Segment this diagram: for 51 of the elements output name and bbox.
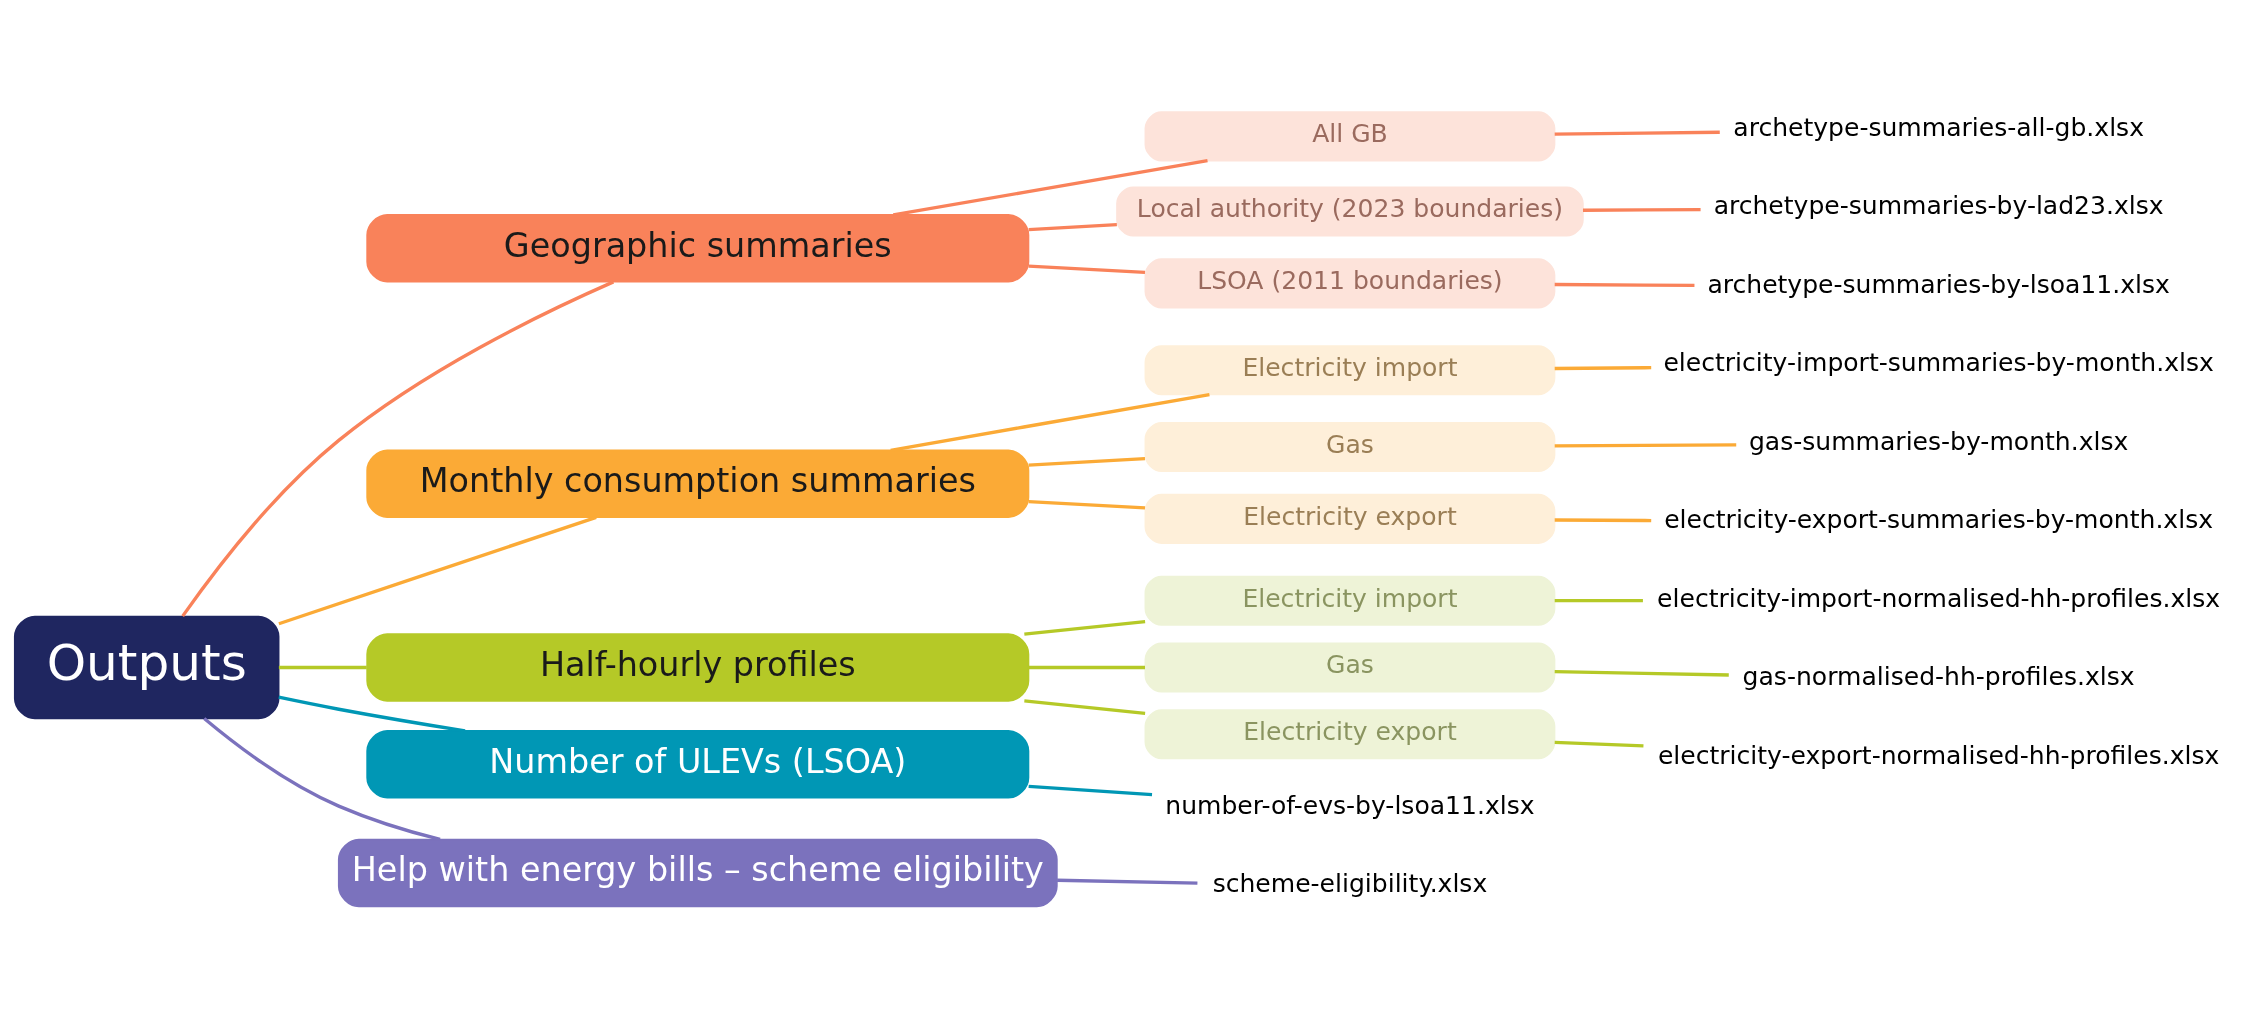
connector (278, 665, 367, 669)
connector (1554, 598, 1643, 602)
node-box: Geographic summaries (366, 213, 1030, 283)
node-box: Monthly consumption summaries (366, 449, 1030, 518)
connector (1028, 784, 1153, 796)
connector (1028, 456, 1146, 467)
node-text: archetype-summaries-by-lsoa11.xlsx (1707, 269, 2170, 299)
node-box: Electricity export (1144, 708, 1556, 759)
connector (1028, 665, 1145, 669)
node-box: Half-hourly profiles (366, 632, 1030, 702)
connector (1554, 282, 1695, 287)
node-box: Number of ULEVs (LSOA) (366, 729, 1030, 799)
node-box: LSOA (2011 boundaries) (1144, 257, 1556, 308)
node-text: gas-normalised-hh-profiles.xlsx (1742, 661, 2135, 691)
connector (1554, 669, 1729, 677)
connector (1028, 222, 1117, 231)
connector (203, 716, 441, 841)
connector (278, 695, 466, 733)
connector (1028, 499, 1146, 510)
connector (1024, 698, 1146, 715)
node-text: scheme-eligibility.xlsx (1212, 868, 1488, 898)
connector (1554, 365, 1652, 370)
node-box: Help with energy bills – scheme eligibility (337, 838, 1058, 907)
connector (1554, 442, 1737, 448)
node-box: All GB (1144, 110, 1556, 161)
node-text: electricity-import-normalised-hh-profiles.xlsx (1657, 583, 2221, 613)
node-text: electricity-import-summaries-by-month.xlsx (1663, 347, 2214, 377)
connector (890, 392, 1210, 452)
node-box: Electricity export (1144, 493, 1556, 544)
connector (181, 279, 615, 617)
node-box: Gas (1144, 421, 1556, 472)
node-text: electricity-export-summaries-by-month.xlsx (1664, 504, 2214, 534)
node-text: number-of-evs-by-lsoa11.xlsx (1165, 790, 1535, 820)
connector (1057, 878, 1198, 885)
node-box: Electricity import (1144, 344, 1556, 395)
node-text: electricity-export-normalised-hh-profiles.xlsx (1657, 740, 2220, 770)
node-box: Outputs (13, 615, 280, 719)
connector (1554, 130, 1720, 136)
node-box: Local authority (2023 boundaries) (1116, 186, 1584, 237)
connector (893, 158, 1208, 217)
connector (1582, 207, 1701, 212)
connector (1024, 619, 1146, 636)
connector (1554, 740, 1644, 748)
connector (278, 515, 597, 625)
node-text: gas-summaries-by-month.xlsx (1748, 426, 2129, 456)
node-box: Gas (1144, 641, 1556, 693)
connector (1554, 517, 1652, 522)
node-text: archetype-summaries-by-lad23.xlsx (1713, 190, 2164, 220)
node-text: archetype-summaries-all-gb.xlsx (1733, 112, 2144, 142)
connector (1028, 263, 1146, 274)
node-box: Electricity import (1144, 575, 1556, 626)
